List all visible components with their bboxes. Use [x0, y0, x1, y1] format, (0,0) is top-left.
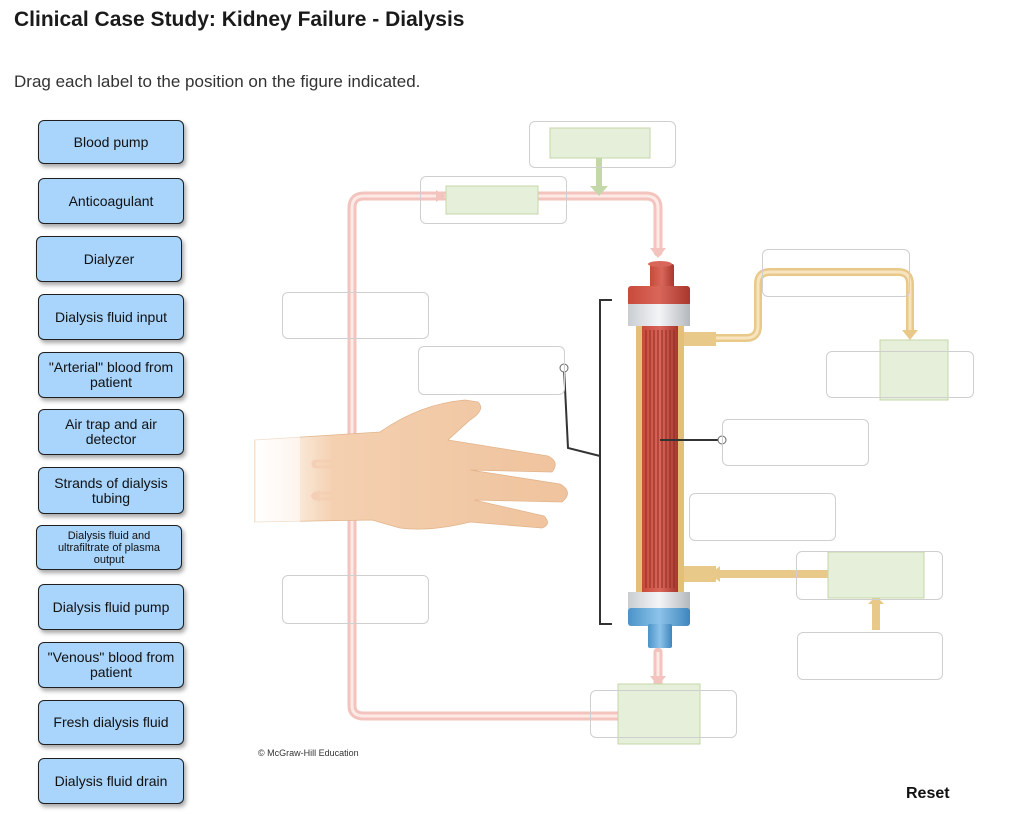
page-title: Clinical Case Study: Kidney Failure - Di… — [14, 8, 465, 31]
label-dialysis-fluid-input[interactable]: Dialysis fluid input — [38, 294, 184, 340]
drop-zone-venous-blood[interactable] — [282, 575, 429, 624]
label-anticoagulant[interactable]: Anticoagulant — [38, 178, 184, 224]
green-targets — [445, 127, 949, 745]
dialyzer-bracket — [563, 299, 720, 625]
credit-text: © McGraw-Hill Education — [258, 748, 359, 758]
label-dialysis-fluid-drain[interactable]: Dialysis fluid drain — [38, 758, 184, 804]
dialyzer-illustration — [628, 261, 690, 648]
drop-zone-dialysis-fluid-input[interactable] — [689, 493, 836, 541]
drop-zone-fluid-pump[interactable] — [796, 551, 943, 600]
label-dialyzer[interactable]: Dialyzer — [36, 236, 182, 282]
label-air-trap[interactable]: Air trap and air detector — [38, 409, 184, 455]
drop-zone-strands[interactable] — [418, 346, 565, 395]
instructions: Drag each label to the position on the f… — [14, 72, 421, 91]
up-arrow-icon — [868, 596, 884, 604]
down-arrow-icon — [650, 676, 666, 686]
down-arrow-icon — [650, 248, 666, 258]
drop-zone-fluid-drain[interactable] — [826, 351, 974, 398]
drop-zone-anticoagulant[interactable] — [529, 121, 676, 168]
drop-zone-dialyzer-fibers[interactable] — [722, 419, 869, 466]
reset-button[interactable]: Reset — [906, 785, 950, 802]
down-arrow-icon — [590, 186, 608, 196]
down-arrow-icon — [902, 330, 918, 340]
label-blood-pump[interactable]: Blood pump — [38, 120, 184, 164]
drop-zone-air-trap[interactable] — [590, 690, 737, 738]
drop-zone-fresh-fluid[interactable] — [797, 632, 943, 680]
hand-illustration — [254, 399, 568, 530]
drop-zone-blood-pump[interactable] — [420, 176, 567, 224]
label-fluid-output[interactable]: Dialysis fluid and ultrafiltrate of plas… — [36, 525, 182, 570]
drop-zone-fluid-output[interactable] — [762, 249, 910, 297]
label-fresh-dialysis-fluid[interactable]: Fresh dialysis fluid — [38, 700, 184, 745]
label-dialysis-fluid-pump[interactable]: Dialysis fluid pump — [38, 584, 184, 630]
right-arrow-icon — [436, 190, 446, 202]
label-arterial-blood[interactable]: "Arterial" blood from patient — [38, 352, 184, 398]
drop-zone-arterial-blood[interactable] — [282, 292, 429, 339]
label-venous-blood[interactable]: "Venous" blood from patient — [38, 642, 184, 688]
label-strands-tubing[interactable]: Strands of dialysis tubing — [38, 467, 184, 514]
